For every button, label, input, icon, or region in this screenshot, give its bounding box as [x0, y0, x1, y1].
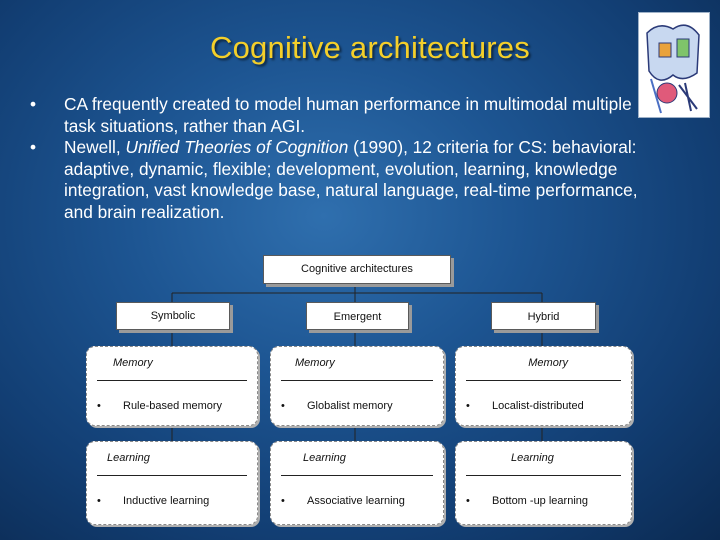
panel-item: • Associative learning: [281, 495, 437, 507]
panel-heading: Memory: [295, 357, 335, 369]
item-bullet: •: [466, 495, 470, 507]
panel-rule: [281, 475, 433, 476]
panel-heading: Learning: [107, 452, 150, 464]
panel-rule: [466, 475, 621, 476]
root-label: Cognitive architectures: [301, 263, 413, 275]
learning-panel-emergent: Learning • Associative learning: [270, 441, 444, 525]
memory-panel-emergent: Memory • Globalist memory: [270, 346, 444, 426]
item-text: Rule-based memory: [123, 400, 223, 412]
panel-rule: [466, 380, 621, 381]
bullet-text: CA frequently created to model human per…: [64, 94, 632, 136]
root-node: Cognitive architectures: [263, 255, 451, 284]
item-text: Localist-distributed: [492, 400, 584, 412]
learning-panel-symbolic: Learning • Inductive learning: [86, 441, 258, 525]
panel-rule: [97, 475, 247, 476]
panel-heading: Memory: [113, 357, 153, 369]
branch-label: Hybrid: [527, 311, 560, 323]
bullet-item: • CA frequently created to model human p…: [30, 94, 640, 137]
item-bullet: •: [466, 400, 470, 412]
learning-panel-hybrid: Learning • Bottom -up learning: [455, 441, 632, 525]
panel-item: • Rule-based memory: [97, 400, 251, 412]
panel-item: • Bottom -up learning: [466, 495, 625, 507]
panel-rule: [97, 380, 247, 381]
panel-rule: [281, 380, 433, 381]
bullet-marker: •: [30, 137, 37, 157]
bullet-list: • CA frequently created to model human p…: [30, 94, 640, 223]
slide-title: Cognitive architectures: [210, 30, 530, 65]
item-text: Inductive learning: [123, 495, 210, 507]
book-title: Unified Theories of Cognition: [125, 137, 349, 157]
panel-heading: Learning: [511, 452, 554, 464]
bullet-item: • Newell, Unified Theories of Cognition …: [30, 137, 640, 223]
bullet-text-cont: (1990), 12 criteria for CS: behavioral: …: [64, 137, 638, 222]
bullet-text: Newell,: [64, 137, 126, 157]
doodle-illustration-icon: [646, 24, 700, 114]
item-text: Globalist memory: [307, 400, 393, 412]
panel-item: • Localist-distributed: [466, 400, 625, 412]
item-text: Bottom -up learning: [492, 495, 588, 507]
bullet-marker: •: [30, 94, 37, 114]
branch-node-hybrid: Hybrid: [491, 302, 596, 330]
memory-panel-symbolic: Memory • Rule-based memory: [86, 346, 258, 426]
panel-item: • Globalist memory: [281, 400, 437, 412]
panel-heading: Memory: [528, 357, 568, 369]
item-text: Associative learning: [307, 495, 405, 507]
item-bullet: •: [281, 400, 285, 412]
item-bullet: •: [281, 495, 285, 507]
memory-panel-hybrid: Memory • Localist-distributed: [455, 346, 632, 426]
item-bullet: •: [97, 495, 101, 507]
decorative-illustration: [638, 12, 710, 118]
branch-node-emergent: Emergent: [306, 302, 409, 330]
branch-label: Emergent: [333, 311, 382, 323]
branch-node-symbolic: Symbolic: [116, 302, 230, 330]
panel-heading: Learning: [303, 452, 346, 464]
branch-label: Symbolic: [150, 310, 196, 322]
item-bullet: •: [97, 400, 101, 412]
panel-item: • Inductive learning: [97, 495, 251, 507]
